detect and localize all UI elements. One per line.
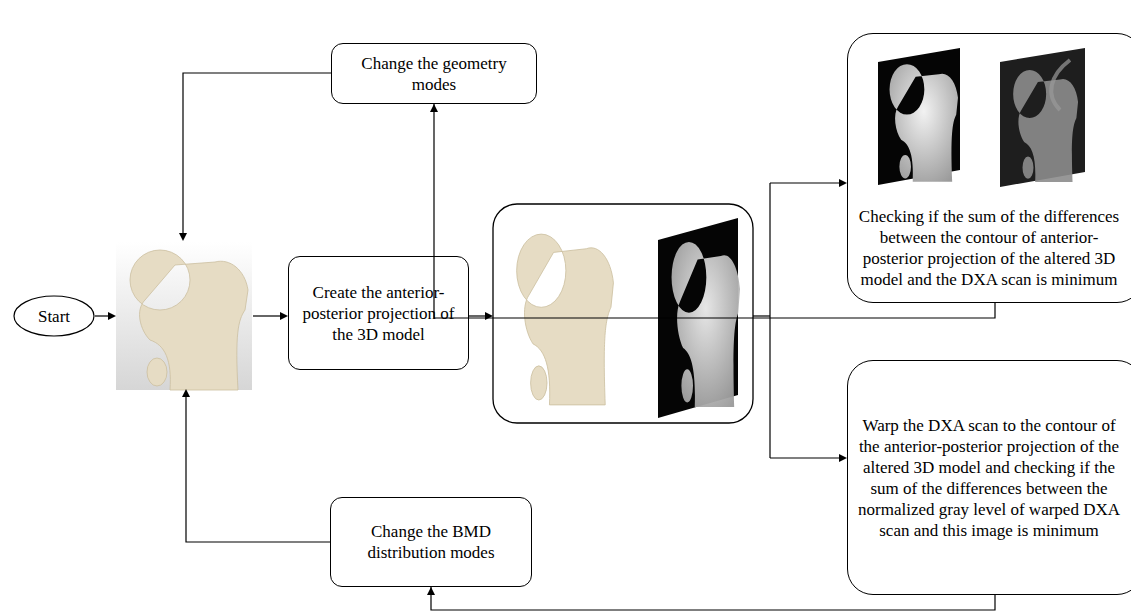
flow-line xyxy=(253,315,282,316)
model-background xyxy=(116,242,252,390)
node-label: Change the geometry modes xyxy=(342,53,526,95)
process-box: Change the BMD distribution modes xyxy=(330,497,532,587)
dxa-scan xyxy=(1000,48,1085,187)
arrowhead xyxy=(108,312,116,320)
arrowhead xyxy=(427,587,435,595)
flow-line xyxy=(95,315,110,316)
node-label: Create the anterior-posterior projection… xyxy=(299,282,458,345)
node-label: Checking if the sum of the differences b… xyxy=(858,206,1120,290)
flow-line xyxy=(469,315,487,316)
xray-femur xyxy=(672,242,740,407)
flow-line xyxy=(769,183,770,458)
arrowhead xyxy=(182,389,190,397)
arrowhead xyxy=(839,454,847,462)
femur-model xyxy=(116,242,252,390)
feedback-arrow xyxy=(431,587,995,610)
ellipse-outline xyxy=(14,296,94,336)
process-box: Create the anterior-posterior projection… xyxy=(288,256,469,370)
check-box: Warp the DXA scan to the contour of the … xyxy=(847,360,1131,595)
process-box: Change the geometry modes xyxy=(331,43,537,104)
arrowhead xyxy=(430,104,438,112)
flow-line xyxy=(753,315,770,316)
node-label: Warp the DXA scan to the contour of the … xyxy=(858,415,1120,541)
arrowhead xyxy=(280,312,288,320)
projection-image xyxy=(878,48,960,185)
xray-femur xyxy=(890,64,958,182)
projection-panel xyxy=(493,204,753,423)
xray-femur xyxy=(1013,70,1078,182)
arrowhead xyxy=(839,179,847,187)
flow-lines xyxy=(95,73,841,542)
femur-shape xyxy=(130,250,248,390)
flow-line xyxy=(770,182,841,183)
arrowhead xyxy=(485,312,493,320)
node-label: Start xyxy=(38,306,70,327)
flow-line xyxy=(770,457,841,458)
contour-comparison-images xyxy=(878,48,1085,187)
flow-line xyxy=(183,73,331,234)
check-box: Checking if the sum of the differences b… xyxy=(847,33,1131,303)
flow-line xyxy=(186,396,330,542)
start-terminal: Start xyxy=(13,295,95,337)
femur-shape xyxy=(517,234,614,405)
arrowhead xyxy=(179,233,187,241)
hip-socket xyxy=(1051,60,1070,110)
panel-outline xyxy=(493,204,753,423)
flow-arrowheads xyxy=(108,179,847,462)
node-label: Change the BMD distribution modes xyxy=(341,521,521,563)
